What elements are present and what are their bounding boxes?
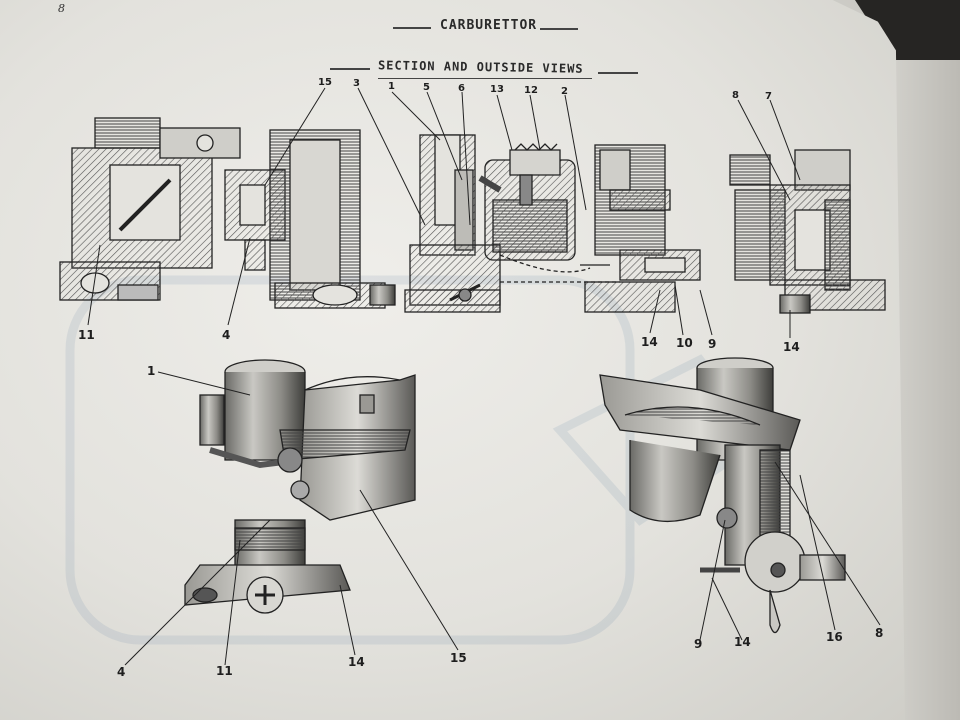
callout-6-section: 6 <box>458 83 465 94</box>
outside-view-right <box>599 357 846 634</box>
page-title: CARBURETTOR <box>440 18 538 33</box>
callout-13-section: 13 <box>490 84 504 95</box>
callout-4-section: 4 <box>222 328 231 342</box>
callout-1-outside-left: 1 <box>147 364 156 378</box>
title-rule-left <box>393 27 431 29</box>
callout-14-outside-right: 14 <box>734 635 751 649</box>
callout-14-outside-left: 14 <box>348 655 365 669</box>
subtitle-rule-right <box>598 72 638 74</box>
callout-1-section: 1 <box>388 81 395 92</box>
section-view-jet-block <box>499 144 701 313</box>
callout-3-section: 3 <box>353 78 360 89</box>
callout-9-section: 9 <box>708 337 717 351</box>
callout-14-section-a: 14 <box>641 335 658 349</box>
leader-lines <box>87 87 881 666</box>
callout-10-section: 10 <box>676 336 693 350</box>
callout-8-outside-right: 8 <box>875 626 884 640</box>
outside-view-left <box>184 359 416 614</box>
callout-16-outside-right: 16 <box>826 630 843 644</box>
callout-9-outside-right: 9 <box>694 637 703 651</box>
callout-11-outside-left: 11 <box>216 664 233 678</box>
subtitle-rule-left <box>330 68 370 70</box>
section-view-accelerator <box>729 149 886 314</box>
callout-14-section-b: 14 <box>783 340 800 354</box>
section-view-pump-body <box>224 129 396 309</box>
callout-15-section: 15 <box>318 77 332 88</box>
section-view-float-chamber <box>59 117 241 301</box>
section-view-main <box>404 134 576 313</box>
callout-4-outside-left: 4 <box>117 665 126 679</box>
page-number: 8 <box>58 2 65 15</box>
callout-8-section: 8 <box>732 90 739 101</box>
callout-11-section: 11 <box>78 328 95 342</box>
callout-2-section: 2 <box>561 86 568 97</box>
subtitle-underline <box>378 78 592 79</box>
callout-12-section: 12 <box>524 85 538 96</box>
title-rule-right <box>540 28 578 30</box>
callout-7-section: 7 <box>765 91 772 102</box>
callout-5-section: 5 <box>423 82 430 93</box>
callout-15-outside-left: 15 <box>450 651 467 665</box>
